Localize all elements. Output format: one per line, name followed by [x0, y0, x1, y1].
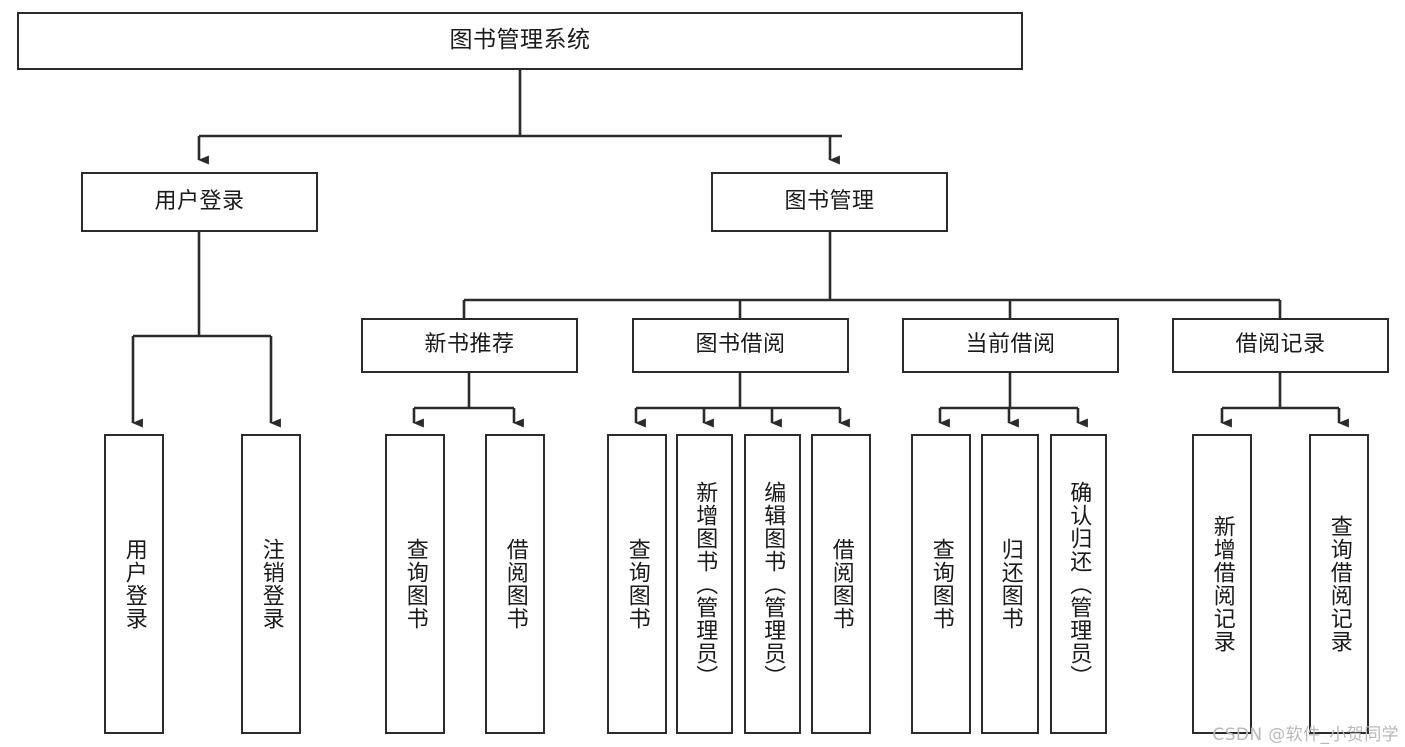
node-label: 注销登录 — [258, 538, 284, 630]
leaf-newbook-borrow-book[interactable]: 借阅图书 — [485, 434, 545, 734]
leaf-current-query-book[interactable]: 查询图书 — [911, 434, 971, 734]
node-label: 借阅记录 — [1235, 332, 1326, 358]
node-label: 借阅图书 — [828, 538, 854, 630]
leaf-record-query-record[interactable]: 查询借阅记录 — [1309, 434, 1369, 734]
node-label: 当前借阅 — [965, 332, 1056, 358]
node-label: 编辑图书（管理员） — [760, 480, 786, 688]
leaf-borrow-add-book-admin[interactable]: 新增图书（管理员） — [676, 434, 733, 734]
node-label: 新书推荐 — [424, 332, 515, 358]
node-label: 查询图书 — [402, 538, 428, 630]
node-label: 图书管理系统 — [449, 27, 591, 54]
leaf-current-confirm-return-admin[interactable]: 确认归还（管理员） — [1050, 434, 1107, 734]
leaf-borrow-borrow-book[interactable]: 借阅图书 — [811, 434, 871, 734]
node-user-login[interactable]: 用户登录 — [81, 172, 318, 232]
leaf-user-login-signout[interactable]: 注销登录 — [241, 434, 301, 734]
node-label: 查询图书 — [624, 538, 650, 630]
leaf-newbook-query-book[interactable]: 查询图书 — [385, 434, 445, 734]
node-label: 用户登录 — [154, 188, 245, 214]
node-label: 查询借阅记录 — [1326, 515, 1352, 653]
leaf-borrow-query-book[interactable]: 查询图书 — [607, 434, 667, 734]
node-root-system[interactable]: 图书管理系统 — [17, 12, 1023, 70]
leaf-borrow-edit-book-admin[interactable]: 编辑图书（管理员） — [744, 434, 801, 734]
leaf-user-login-signin[interactable]: 用户登录 — [104, 434, 164, 734]
node-new-book-recommend[interactable]: 新书推荐 — [361, 318, 578, 373]
node-label: 图书借阅 — [695, 332, 786, 358]
node-label: 用户登录 — [121, 538, 147, 630]
node-borrow-record[interactable]: 借阅记录 — [1172, 318, 1389, 373]
node-label: 新增图书（管理员） — [692, 480, 718, 688]
node-label: 借阅图书 — [502, 538, 528, 630]
node-label: 图书管理 — [784, 188, 875, 214]
node-book-management[interactable]: 图书管理 — [711, 172, 948, 232]
node-label: 归还图书 — [997, 538, 1023, 630]
leaf-current-return-book[interactable]: 归还图书 — [981, 434, 1039, 734]
leaf-record-add-record[interactable]: 新增借阅记录 — [1192, 434, 1252, 734]
node-label: 确认归还（管理员） — [1066, 480, 1092, 688]
node-book-borrow[interactable]: 图书借阅 — [632, 318, 849, 373]
node-label: 查询图书 — [928, 538, 954, 630]
node-current-borrow[interactable]: 当前借阅 — [902, 318, 1119, 373]
node-label: 新增借阅记录 — [1209, 515, 1235, 653]
